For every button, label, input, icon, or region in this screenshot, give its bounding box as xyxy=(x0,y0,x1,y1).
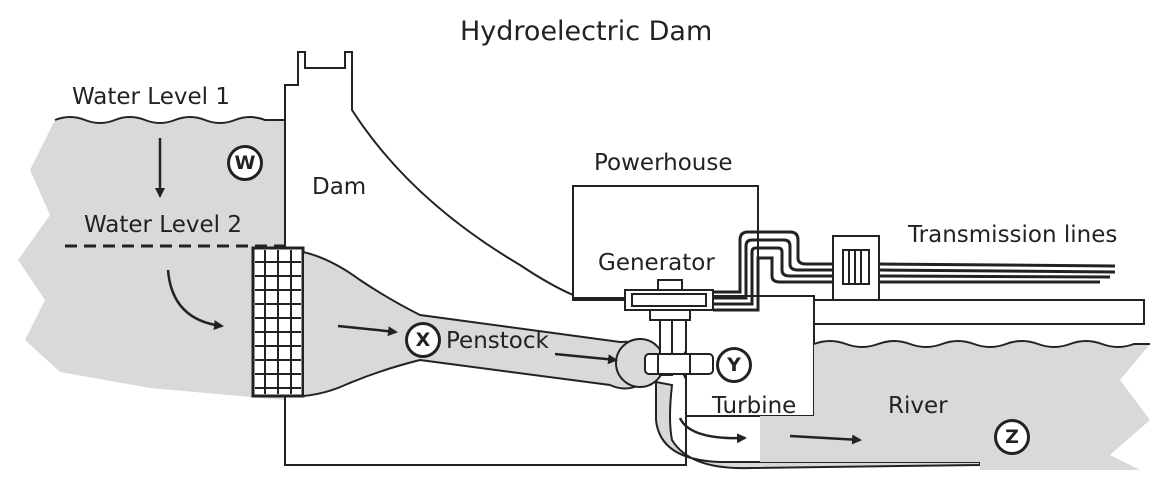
generator xyxy=(624,279,714,376)
arrow-into-intake xyxy=(166,269,224,331)
intake-screen xyxy=(251,246,305,398)
river-water xyxy=(760,341,1150,470)
transmission-lines-label: Transmission lines xyxy=(908,222,1118,248)
powerhouse-label: Powerhouse xyxy=(594,150,733,176)
water-level-1-line xyxy=(54,116,285,124)
transmission-cables xyxy=(713,230,1116,312)
water-level-2-label: Water Level 2 xyxy=(84,212,242,238)
dam-label: Dam xyxy=(312,174,367,200)
turbine-label: Turbine xyxy=(712,393,797,419)
arrow-outflow-2 xyxy=(789,434,862,445)
draft-tube xyxy=(655,380,981,470)
arrow-penstock-1 xyxy=(337,324,398,337)
marker-y: Y xyxy=(716,347,752,383)
arrow-outflow-1 xyxy=(678,417,747,444)
marker-w: W xyxy=(227,145,263,181)
generator-label: Generator xyxy=(598,250,715,276)
penstock-label: Penstock xyxy=(446,328,549,354)
arrow-penstock-2 xyxy=(554,352,618,365)
river-surface-line xyxy=(813,340,1150,348)
water-level-1-label: Water Level 1 xyxy=(72,84,230,110)
diagram-title: Hydroelectric Dam xyxy=(460,16,713,47)
marker-z: Z xyxy=(994,419,1030,455)
river-label: River xyxy=(888,393,948,419)
platform-deck xyxy=(813,299,1145,325)
transformer xyxy=(832,235,880,301)
marker-x: X xyxy=(405,322,441,358)
